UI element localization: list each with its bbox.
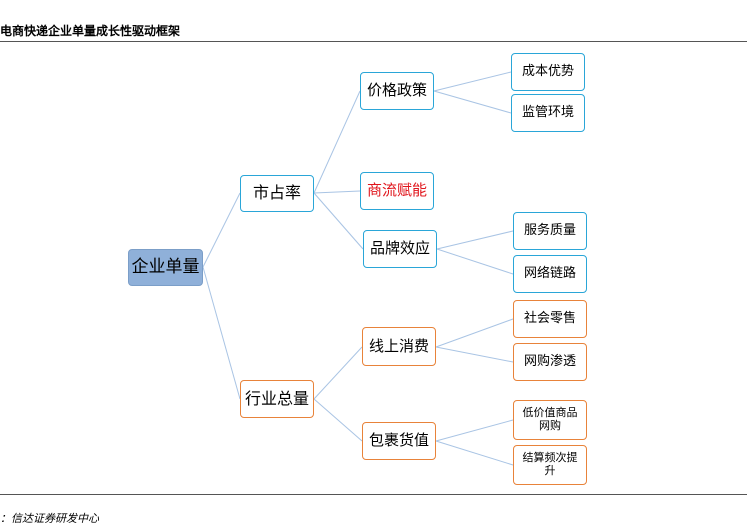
top-divider [0,41,747,42]
connector-online-penetration [435,346,514,363]
node-brand-effect: 品牌效应 [363,230,437,268]
page-title: 电商快递企业单量成长性驱动框架 [0,24,181,38]
connector-parcel-lowvalue [435,419,514,442]
root-node-order-volume: 企业单量 [128,249,203,286]
node-pricing-policy: 价格政策 [360,72,434,110]
connector-market-share-pricing [313,90,361,194]
node-service-quality: 服务质量 [513,212,587,250]
node-commerce-enablement: 商流赋能 [360,172,434,210]
node-social-retail: 社会零售 [513,300,587,338]
node-industry-volume: 行业总量 [240,380,314,418]
bottom-divider [0,494,747,495]
connector-market-share-commerce [313,190,361,194]
node-settlement-frequency: 结算频次提升 [513,445,587,485]
node-online-penetration: 网购渗透 [513,343,587,381]
connector-root-industry-volume [202,266,241,400]
connector-root-market-share [202,192,241,268]
connector-online-retail [435,318,514,348]
node-regulatory-environment: 监管环境 [511,94,585,132]
node-network-links: 网络链路 [513,255,587,293]
connector-industry-online [313,346,363,400]
node-market-share: 市占率 [240,175,314,212]
connector-pricing-regulation [433,90,512,114]
connector-industry-parcel [313,398,363,442]
node-online-consumption: 线上消费 [362,327,436,366]
connector-market-share-brand [313,192,364,250]
node-cost-advantage: 成本优势 [511,53,585,91]
node-parcel-value: 包裹货值 [362,422,436,460]
connector-parcel-frequency [435,440,514,466]
connector-brand-service [436,230,514,250]
connector-pricing-cost [433,71,512,92]
source-note: ：信达证券研发中心 [0,512,99,525]
connector-brand-network [436,248,514,275]
node-low-value-goods: 低价值商品网购 [513,400,587,440]
